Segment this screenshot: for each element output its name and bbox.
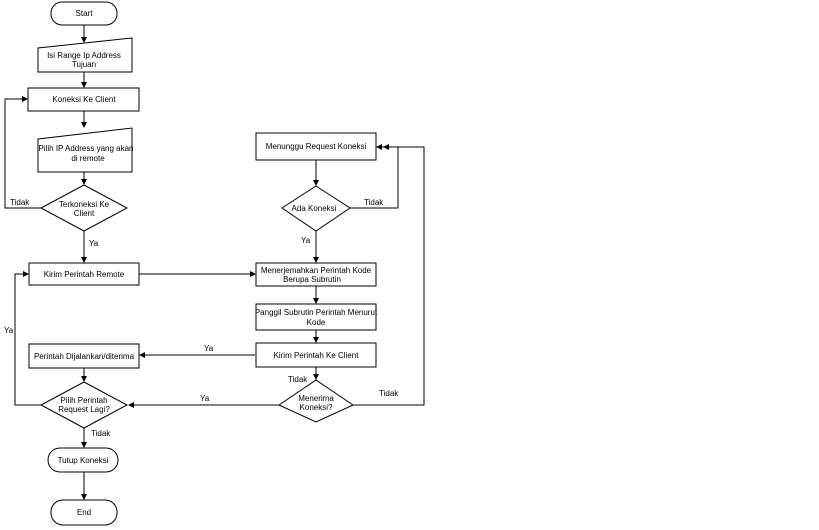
node-end: End [50,499,118,526]
executed-label: Perintah Dijalankan/diterima [34,352,135,361]
decision-shape [39,381,129,429]
process-shape [255,303,377,331]
choose-ip-line1: Pilih IP Address yang akan [38,144,133,153]
edge-receive-no-loop [353,146,425,406]
choose-ip-line2: di remote [71,154,105,163]
arrowhead [81,82,87,88]
arrowhead [139,352,145,358]
node-wait-request: Menunggu Request Koneksi [255,132,377,161]
node-choose-ip: Pilih IP Address yang akan di remote [37,127,134,173]
process-shape [255,132,377,161]
choose-again-line2: Request Lagi? [58,405,110,414]
process-shape [28,262,140,286]
arrowhead [81,376,87,382]
arrowhead [313,298,319,304]
label-receive-yes: Ya [200,394,210,403]
send-to-client-label: Kirim Perintah Ke Client [274,351,360,360]
node-call-subroutine: Panggil Subrutin Perintah Menurut Kode [255,303,378,331]
arrowhead [313,337,319,343]
node-input-range: Isi Range Ip Address Tujuan [37,37,133,73]
label-any-conn-yes: Ya [301,236,311,245]
connected-check-line2: Client [74,209,95,218]
node-executed: Perintah Dijalankan/diterima [28,343,140,369]
receive-conn-line2: Koneksi? [300,403,333,412]
arrowhead [313,257,319,263]
edge-labels: Tidak Ya Tidak Ya Ya Tidak Ya Tidak Ya T… [4,198,399,438]
terminator-shape [50,499,118,526]
arrowhead [313,180,319,186]
label-send-yes: Ya [204,344,214,353]
arrowhead [81,179,87,185]
label-connected-yes: Ya [89,239,99,248]
terminator-shape [50,1,118,26]
call-subroutine-line2: Kode [307,318,326,327]
arrowhead [81,257,87,263]
input-range-line2: Tujuan [72,60,96,69]
arrowhead [81,494,87,500]
node-choose-again: Pilih Perintah Request Lagi? [39,381,129,429]
arrowhead [81,37,87,43]
edges [4,25,425,500]
label-receive-no-below: Tidak [288,375,308,384]
node-send-to-client: Kirim Perintah Ke Client [255,342,377,368]
terminator-shape [47,447,119,473]
process-shape [28,343,140,369]
arrowhead [81,442,87,448]
arrowhead [81,122,87,128]
end-label: End [77,508,91,517]
close-conn-label: Tutup Koneksi [58,456,109,465]
node-send-remote: Kirim Perintah Remote [28,262,140,286]
arrowhead [383,144,389,150]
label-receive-no-right: Tidak [379,389,399,398]
process-shape [27,87,140,112]
decision-shape [39,184,129,232]
connected-check-line1: Terkoneksi Ke [59,200,110,209]
send-remote-label: Kirim Perintah Remote [44,270,125,279]
arrowhead [128,402,134,408]
arrowhead [23,271,29,277]
translate-line2: Berupa Subrutin [283,275,341,284]
process-shape [255,262,377,287]
process-shape [255,342,377,368]
wait-request-label: Menunggu Request Koneksi [266,142,367,151]
manual-input-shape [37,37,133,73]
edge-check-no-loop [4,98,41,209]
call-subroutine-line1: Panggil Subrutin Perintah Menurut [255,308,378,317]
label-connected-no: Tidak [10,198,30,207]
decision-shape [277,379,355,423]
node-connect-client: Koneksi Ke Client [27,87,140,112]
translate-line1: Menerjemahkan Perintah Kode [261,266,372,275]
node-close-conn: Tutup Koneksi [47,447,119,473]
start-label: Start [76,9,94,18]
arrowhead [376,144,382,150]
node-any-conn: Ada Koneksi [281,185,351,232]
input-range-line1: Isi Range Ip Address [47,51,121,60]
label-any-conn-no: Tidak [364,198,384,207]
arrowhead [250,271,256,277]
arrowhead [313,374,319,380]
node-start: Start [50,1,118,26]
decision-shape [281,185,351,232]
node-receive-conn: Menerima Koneksi? [277,379,355,423]
manual-input-shape [37,127,133,173]
node-translate: Menerjemahkan Perintah Kode Berupa Subru… [255,262,377,287]
receive-conn-line1: Menerima [298,394,334,403]
label-again-no: Tidak [91,429,111,438]
arrowhead [22,96,28,102]
edge-again-yes-loop [14,273,41,406]
any-conn-label: Ada Koneksi [292,204,337,213]
node-connected-check: Terkoneksi Ke Client [39,184,129,232]
choose-again-line1: Pilih Perintah [60,396,107,405]
connect-client-label: Koneksi Ke Client [52,95,116,104]
label-again-yes: Ya [4,326,14,335]
